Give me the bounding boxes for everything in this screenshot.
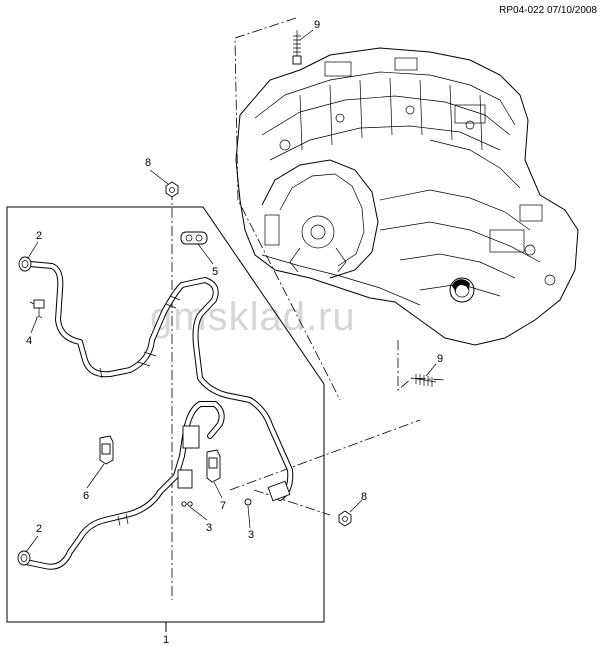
callouts: 1 2 2 3 3 4 5 6 7 8 8 9 9 bbox=[26, 19, 443, 646]
bracket-6 bbox=[99, 435, 114, 465]
watermark: gmsklad.ru bbox=[150, 295, 356, 339]
callout-3-left: 3 bbox=[206, 522, 212, 534]
callout-8-lower: 8 bbox=[361, 491, 367, 503]
transmission-assembly bbox=[235, 47, 579, 346]
callout-1: 1 bbox=[163, 634, 169, 646]
clamp-2-lower bbox=[17, 550, 31, 566]
callout-9-upper: 9 bbox=[314, 19, 320, 31]
callout-2-lower: 2 bbox=[36, 523, 42, 535]
nut-8-lower bbox=[338, 510, 352, 527]
kit-outline bbox=[6, 206, 325, 623]
callout-2-upper: 2 bbox=[36, 230, 42, 242]
callout-9-lower: 9 bbox=[437, 353, 443, 365]
clip-5 bbox=[180, 231, 208, 245]
stud-9-upper bbox=[292, 30, 302, 65]
callout-4: 4 bbox=[26, 335, 32, 347]
washers-3 bbox=[181, 498, 252, 507]
cooler-hoses bbox=[23, 261, 294, 570]
callout-6: 6 bbox=[83, 490, 89, 502]
stud-9-lower bbox=[411, 374, 437, 387]
callout-5: 5 bbox=[212, 266, 218, 278]
connector-4 bbox=[29, 299, 45, 319]
clamp-2-upper bbox=[18, 256, 32, 272]
callout-3-right: 3 bbox=[248, 529, 254, 541]
nut-8-upper bbox=[165, 181, 179, 198]
callout-7: 7 bbox=[220, 500, 226, 512]
centerlines bbox=[171, 17, 446, 600]
bracket-7 bbox=[206, 449, 221, 483]
leader-lines bbox=[25, 29, 437, 553]
callout-8-upper: 8 bbox=[145, 157, 151, 169]
reference-stamp: RP04-022 07/10/2008 bbox=[499, 5, 597, 16]
